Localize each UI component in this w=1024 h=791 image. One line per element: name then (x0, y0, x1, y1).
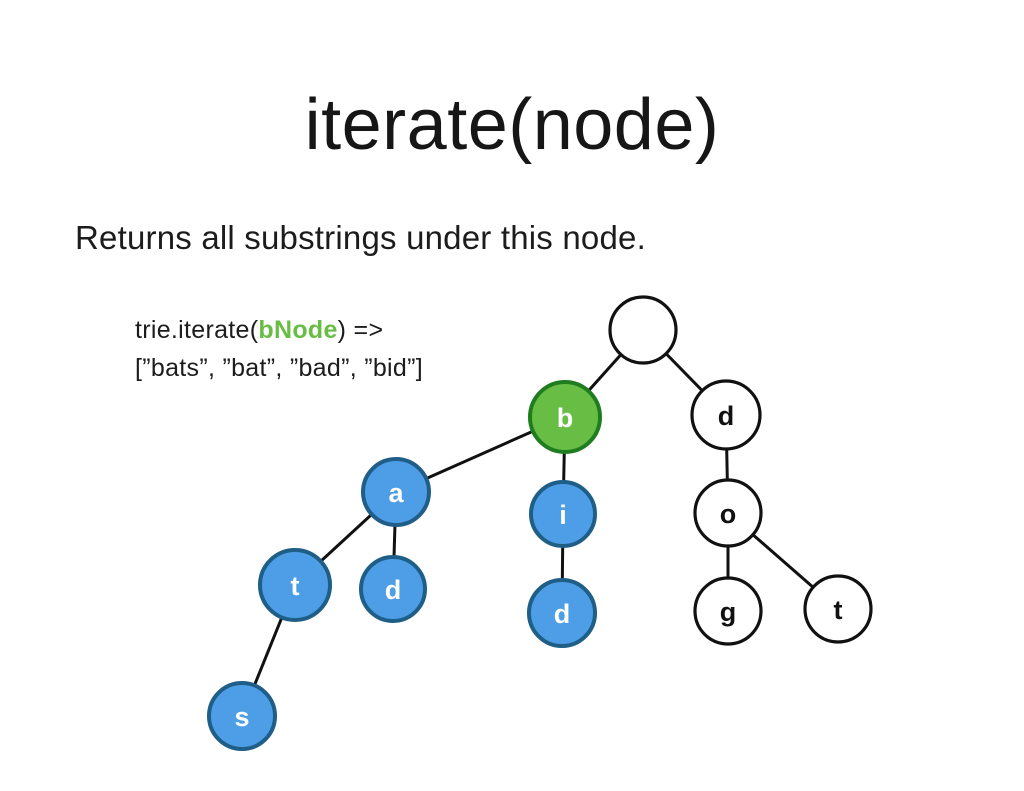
tree-node-i (529, 480, 597, 548)
tree-node-root (608, 295, 678, 365)
code-bnode-highlight: bNode (258, 316, 338, 344)
tree-node-label-o: o (720, 499, 737, 529)
tree-node-label-d3: d (554, 599, 571, 629)
tree-node-o (693, 478, 763, 548)
code-line-result: [”bats”, ”bat”, ”bad”, ”bid”] (135, 354, 423, 382)
tree-node-d2 (359, 555, 427, 623)
slide-subtitle: Returns all substrings under this node. (75, 219, 646, 256)
tree-node-s (207, 681, 277, 751)
tree-node-a (361, 457, 431, 527)
tree-node-d1 (690, 379, 762, 451)
tree-node-d3 (527, 578, 597, 648)
tree-node-label-b: b (557, 403, 574, 433)
tree-node-label-d1: d (718, 401, 735, 431)
code-call-suffix: ) => (337, 316, 384, 344)
tree-node-label-i: i (559, 500, 567, 530)
tree-node-label-g: g (720, 597, 737, 627)
tree-node-t2 (803, 574, 873, 644)
tree-node-label-d2: d (385, 575, 402, 605)
code-call-prefix: trie.iterate( (135, 316, 259, 344)
tree-node-label-s: s (234, 702, 249, 732)
tree-node-b (528, 380, 602, 454)
code-example: trie.iterate(bNode) => [”bats”, ”bat”, ”… (135, 311, 423, 387)
slide-title: iterate(node) (304, 85, 720, 165)
tree-node-t1 (258, 548, 332, 622)
tree-node-label-t1: t (291, 571, 300, 601)
tree-node-label-t2: t (834, 595, 843, 625)
tree-node-g (693, 576, 763, 646)
tree-node-label-a: a (388, 478, 404, 508)
code-line-call: trie.iterate(bNode) => (135, 311, 423, 349)
